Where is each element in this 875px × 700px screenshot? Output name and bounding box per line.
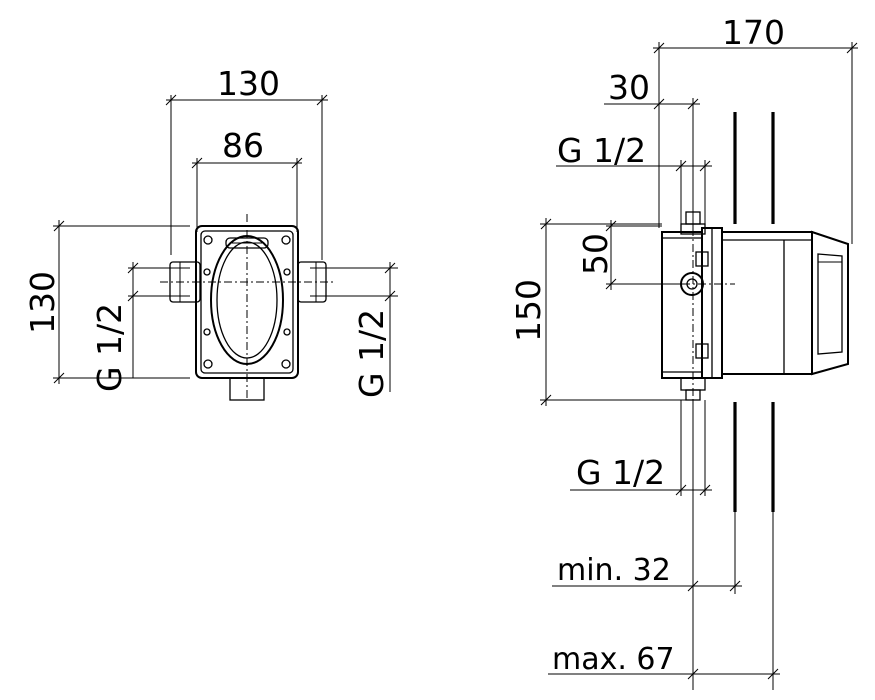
dim-front-width-inner: 86: [191, 126, 303, 232]
dim-side-height-label: 150: [509, 279, 548, 342]
dim-front-thread-right-label: G 1/2: [352, 309, 391, 398]
dim-side-max-wall: max. 67: [548, 510, 780, 690]
front-body: [160, 214, 336, 401]
dim-side-thread-top: G 1/2: [556, 131, 712, 228]
front-view: 130 86 130 G 1/2: [23, 64, 398, 401]
dim-side-depth-total-label: 170: [722, 13, 785, 52]
dim-side-depth-total: 170: [653, 13, 858, 244]
dim-side-offset-front: 30: [604, 68, 700, 228]
dim-front-width-inner-label: 86: [222, 126, 264, 165]
dim-front-thread-left-label: G 1/2: [90, 303, 129, 392]
dim-side-min-wall-label: min. 32: [557, 553, 671, 588]
side-view: 170 30 G 1/2 50: [509, 13, 858, 690]
dim-side-thread-bottom: G 1/2: [570, 400, 712, 496]
dim-side-thread-bottom-label: G 1/2: [576, 453, 665, 492]
dim-front-width-outer: 130: [165, 64, 328, 260]
dim-side-offset-front-label: 30: [608, 68, 650, 107]
dim-side-max-wall-label: max. 67: [552, 642, 675, 677]
dim-side-height: 150: [509, 218, 700, 406]
dim-front-thread-right: G 1/2: [310, 262, 398, 398]
dim-front-height: 130: [23, 220, 190, 384]
dim-front-height-label: 130: [23, 271, 62, 334]
dim-side-min-wall: min. 32: [552, 400, 742, 690]
dim-side-center-offset: 50: [576, 220, 690, 290]
side-body: [650, 180, 849, 420]
dim-front-thread-left: G 1/2: [90, 262, 190, 392]
wall-lines: [733, 112, 775, 512]
dim-side-thread-top-label: G 1/2: [557, 131, 646, 170]
dim-front-width-outer-label: 130: [217, 64, 280, 103]
dim-side-center-offset-label: 50: [576, 233, 615, 275]
